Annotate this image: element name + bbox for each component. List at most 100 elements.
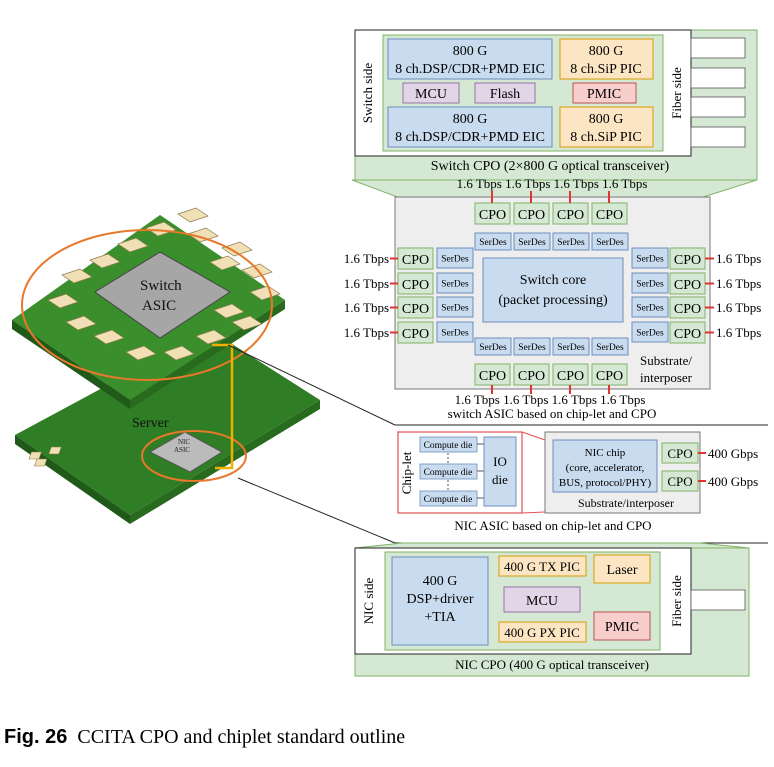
px-pic-block — [498, 621, 587, 643]
svg-text:8 ch.SiP PIC: 8 ch.SiP PIC — [570, 130, 641, 145]
switch-highlight-ring — [21, 229, 273, 381]
server-label: Server — [132, 416, 169, 431]
serdes-block — [513, 232, 551, 251]
cpo-label: CPO — [674, 327, 701, 342]
cpo-pad — [65, 315, 97, 331]
switch-side-label: Switch side — [360, 63, 375, 124]
serdes-label: SerDes — [441, 304, 469, 314]
cpo-label: CPO — [674, 278, 701, 293]
svg-text:Substrate/: Substrate/ — [640, 353, 692, 368]
svg-text:800 G: 800 G — [589, 112, 624, 127]
cpo-label: CPO — [402, 327, 429, 342]
cpo-pad — [93, 329, 125, 345]
cpo-label: CPO — [402, 253, 429, 268]
cpo-label: CPO — [402, 278, 429, 293]
serdes-block — [631, 247, 669, 269]
cpo-pad — [89, 253, 121, 269]
svg-text:Flash: Flash — [490, 87, 520, 102]
svg-text:CPO: CPO — [667, 446, 692, 461]
dsp-block — [391, 556, 489, 646]
serdes-label: SerDes — [441, 329, 469, 339]
fiber-side-label: Fiber side — [669, 67, 684, 119]
cpo-pad — [47, 293, 79, 309]
svg-text:BUS, protocol/PHY): BUS, protocol/PHY) — [559, 477, 652, 489]
cpo-pad — [163, 345, 195, 361]
cpo-label: CPO — [479, 208, 506, 223]
cpo-label: CPO — [674, 253, 701, 268]
cpo-pads — [47, 207, 281, 361]
serdes-block — [631, 296, 669, 318]
serdes-block — [436, 247, 474, 269]
svg-text:400 Gbps: 400 Gbps — [708, 474, 758, 489]
server-board: Server NIC ASIC — [15, 330, 320, 524]
cpo-pad — [213, 303, 245, 319]
serdes-block — [436, 272, 474, 294]
switch-board: Switch ASIC — [12, 207, 285, 409]
svg-text:Switch core: Switch core — [520, 273, 586, 288]
rate-label: 1.6 Tbps — [716, 251, 761, 266]
svg-text:PMIC: PMIC — [605, 620, 639, 635]
cpo-pad — [117, 237, 149, 253]
svg-text:Laser: Laser — [606, 563, 637, 578]
svg-text:PMIC: PMIC — [587, 87, 621, 102]
cpo-label: CPO — [402, 302, 429, 317]
svg-text:NIC side: NIC side — [361, 577, 376, 624]
serdes-label: SerDes — [636, 280, 664, 290]
pic-block — [559, 106, 654, 148]
pic-block — [559, 38, 654, 80]
switch-cpo-module: Switch side Fiber side 800 G 8 ch.DSP/CD… — [351, 29, 758, 199]
svg-text:(packet processing): (packet processing) — [498, 293, 608, 308]
nic-chip — [552, 439, 658, 493]
rate-label: 1.6 Tbps — [344, 300, 389, 315]
serdes-block — [513, 337, 551, 356]
cpo-pad — [209, 255, 241, 271]
svg-text:+TIA: +TIA — [424, 610, 456, 625]
nic-asic-line1: NIC — [178, 438, 190, 446]
pmic-block — [572, 82, 637, 104]
serdes-label: SerDes — [441, 280, 469, 290]
svg-text:Compute die: Compute die — [424, 441, 473, 451]
svg-text:400 G: 400 G — [423, 574, 458, 589]
rate-label: 1.6 Tbps — [716, 300, 761, 315]
svg-text:IO: IO — [493, 454, 507, 469]
svg-text:MCU: MCU — [526, 594, 558, 609]
nic-cpo-caption: NIC CPO (400 G optical transceiver) — [455, 657, 649, 672]
leader-switch — [227, 344, 396, 426]
svg-text:CPO: CPO — [667, 474, 692, 489]
figure-caption: Fig. 26 CCITA CPO and chiplet standard o… — [4, 726, 405, 749]
serdes-label: SerDes — [636, 255, 664, 265]
nic-highlight-ring — [141, 430, 247, 482]
tx-pic-block — [498, 555, 587, 577]
cpo-pad — [221, 241, 253, 257]
cpo-label: CPO — [557, 369, 584, 384]
rate-label: 1.6 Tbps — [344, 251, 389, 266]
serdes-label: SerDes — [596, 238, 624, 248]
serdes-block — [552, 232, 590, 251]
top-rates: 1.6 Tbps 1.6 Tbps 1.6 Tbps 1.6 Tbps — [457, 176, 648, 191]
svg-text:8 ch.DSP/CDR+PMD EIC: 8 ch.DSP/CDR+PMD EIC — [395, 62, 545, 77]
leader-nic — [237, 477, 396, 544]
nic-asic-package: Chip-let Compute die Compute die Compute… — [397, 431, 758, 533]
serdes-label: SerDes — [636, 329, 664, 339]
switch-asic-caption: switch ASIC based on chip-let and CPO — [448, 406, 657, 421]
svg-text:interposer: interposer — [640, 370, 693, 385]
cpo-pad — [195, 329, 227, 345]
svg-text:8 ch.SiP PIC: 8 ch.SiP PIC — [570, 62, 641, 77]
svg-text:MCU: MCU — [415, 87, 447, 102]
svg-text:800 G: 800 G — [589, 44, 624, 59]
serdes-block — [631, 272, 669, 294]
serdes-block — [631, 321, 669, 343]
serdes-label: SerDes — [636, 304, 664, 314]
cpo-pad — [145, 221, 177, 237]
fiber-port — [690, 589, 746, 611]
svg-text:Compute die: Compute die — [424, 468, 473, 478]
switch-asic-line1: Switch — [140, 278, 182, 294]
serdes-label: SerDes — [518, 343, 546, 353]
serdes-block — [474, 337, 512, 356]
svg-text:NIC chip: NIC chip — [585, 447, 626, 459]
serdes-block — [591, 232, 629, 251]
cpo-label: CPO — [596, 208, 623, 223]
serdes-block — [474, 232, 512, 251]
figure-label: Fig. 26 — [4, 726, 68, 748]
mcu-block — [402, 82, 460, 104]
